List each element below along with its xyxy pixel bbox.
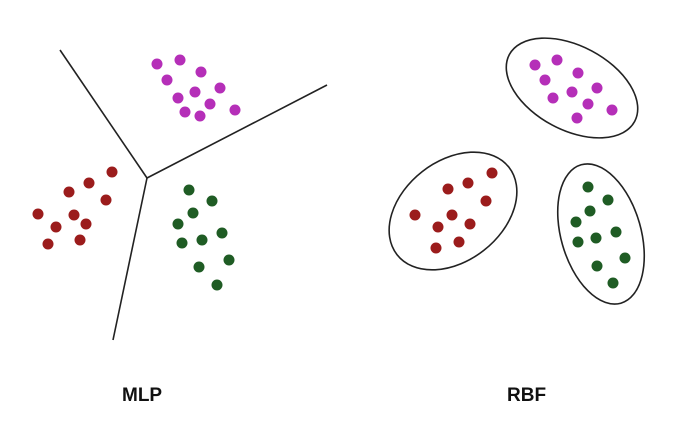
mlp-purple-point-8 bbox=[204, 98, 216, 110]
rbf-green-point-3 bbox=[584, 205, 596, 217]
mlp-boundary-line-3 bbox=[112, 177, 148, 341]
mlp-green-point-1 bbox=[183, 184, 195, 196]
rbf-red-point-4 bbox=[409, 209, 421, 221]
mlp-data-points bbox=[32, 54, 241, 291]
rbf-elliptical-regions bbox=[388, 37, 646, 305]
mlp-green-point-2 bbox=[206, 195, 218, 207]
mlp-red-point-10 bbox=[74, 234, 86, 246]
mlp-purple-point-3 bbox=[161, 74, 173, 86]
rbf-purple-point-9 bbox=[571, 112, 583, 124]
mlp-red-point-6 bbox=[100, 194, 112, 206]
mlp-green-point-9 bbox=[193, 261, 205, 273]
mlp-green-point-7 bbox=[196, 234, 208, 246]
rbf-purple-point-4 bbox=[572, 67, 584, 79]
mlp-purple-point-1 bbox=[151, 58, 163, 70]
rbf-red-point-6 bbox=[480, 195, 492, 207]
rbf-red-point-10 bbox=[453, 236, 465, 248]
rbf-caption: RBF bbox=[507, 385, 547, 406]
mlp-caption: MLP bbox=[122, 385, 163, 406]
mlp-red-point-3 bbox=[106, 166, 118, 178]
mlp-purple-point-9 bbox=[179, 106, 191, 118]
rbf-purple-point-3 bbox=[539, 74, 551, 86]
rbf-green-point-10 bbox=[607, 277, 619, 289]
rbf-green-point-6 bbox=[572, 236, 584, 248]
mlp-red-point-5 bbox=[68, 209, 80, 221]
mlp-green-point-4 bbox=[172, 218, 184, 230]
mlp-red-point-2 bbox=[83, 177, 95, 189]
mlp-red-point-1 bbox=[63, 186, 75, 198]
rbf-green-point-4 bbox=[570, 216, 582, 228]
mlp-decision-boundaries bbox=[59, 49, 328, 341]
rbf-purple-point-10 bbox=[606, 104, 618, 116]
mlp-red-point-4 bbox=[32, 208, 44, 220]
rbf-red-point-1 bbox=[442, 183, 454, 195]
rbf-green-point-8 bbox=[619, 252, 631, 264]
mlp-green-point-5 bbox=[216, 227, 228, 239]
rbf-data-points bbox=[409, 54, 631, 289]
rbf-red-point-9 bbox=[430, 242, 442, 254]
mlp-green-point-3 bbox=[187, 207, 199, 219]
rbf-purple-point-6 bbox=[547, 92, 559, 104]
mlp-red-point-8 bbox=[80, 218, 92, 230]
mlp-boundary-line-1 bbox=[59, 49, 148, 179]
mlp-purple-point-4 bbox=[195, 66, 207, 78]
rbf-green-point-5 bbox=[610, 226, 622, 238]
mlp-green-point-6 bbox=[176, 237, 188, 249]
rbf-green-point-2 bbox=[602, 194, 614, 206]
mlp-purple-point-6 bbox=[172, 92, 184, 104]
rbf-panel bbox=[388, 37, 646, 305]
rbf-purple-point-7 bbox=[566, 86, 578, 98]
mlp-red-point-9 bbox=[42, 238, 54, 250]
rbf-green-point-7 bbox=[590, 232, 602, 244]
mlp-purple-point-5 bbox=[214, 82, 226, 94]
mlp-purple-point-2 bbox=[174, 54, 186, 66]
rbf-region-purple bbox=[505, 37, 639, 139]
mlp-red-point-7 bbox=[50, 221, 62, 233]
rbf-red-point-5 bbox=[446, 209, 458, 221]
rbf-purple-point-5 bbox=[591, 82, 603, 94]
rbf-purple-point-8 bbox=[582, 98, 594, 110]
rbf-green-point-1 bbox=[582, 181, 594, 193]
mlp-purple-point-11 bbox=[229, 104, 241, 116]
mlp-green-point-8 bbox=[223, 254, 235, 266]
mlp-green-point-10 bbox=[211, 279, 223, 291]
mlp-boundary-line-2 bbox=[146, 84, 328, 179]
rbf-region-green bbox=[556, 163, 646, 305]
mlp-purple-point-7 bbox=[189, 86, 201, 98]
mlp-purple-point-10 bbox=[194, 110, 206, 122]
rbf-purple-point-2 bbox=[551, 54, 563, 66]
rbf-region-red bbox=[388, 151, 518, 271]
rbf-green-point-9 bbox=[591, 260, 603, 272]
rbf-purple-point-1 bbox=[529, 59, 541, 71]
rbf-red-point-8 bbox=[464, 218, 476, 230]
rbf-red-point-3 bbox=[486, 167, 498, 179]
rbf-red-point-2 bbox=[462, 177, 474, 189]
rbf-red-point-7 bbox=[432, 221, 444, 233]
mlp-panel bbox=[32, 49, 328, 341]
